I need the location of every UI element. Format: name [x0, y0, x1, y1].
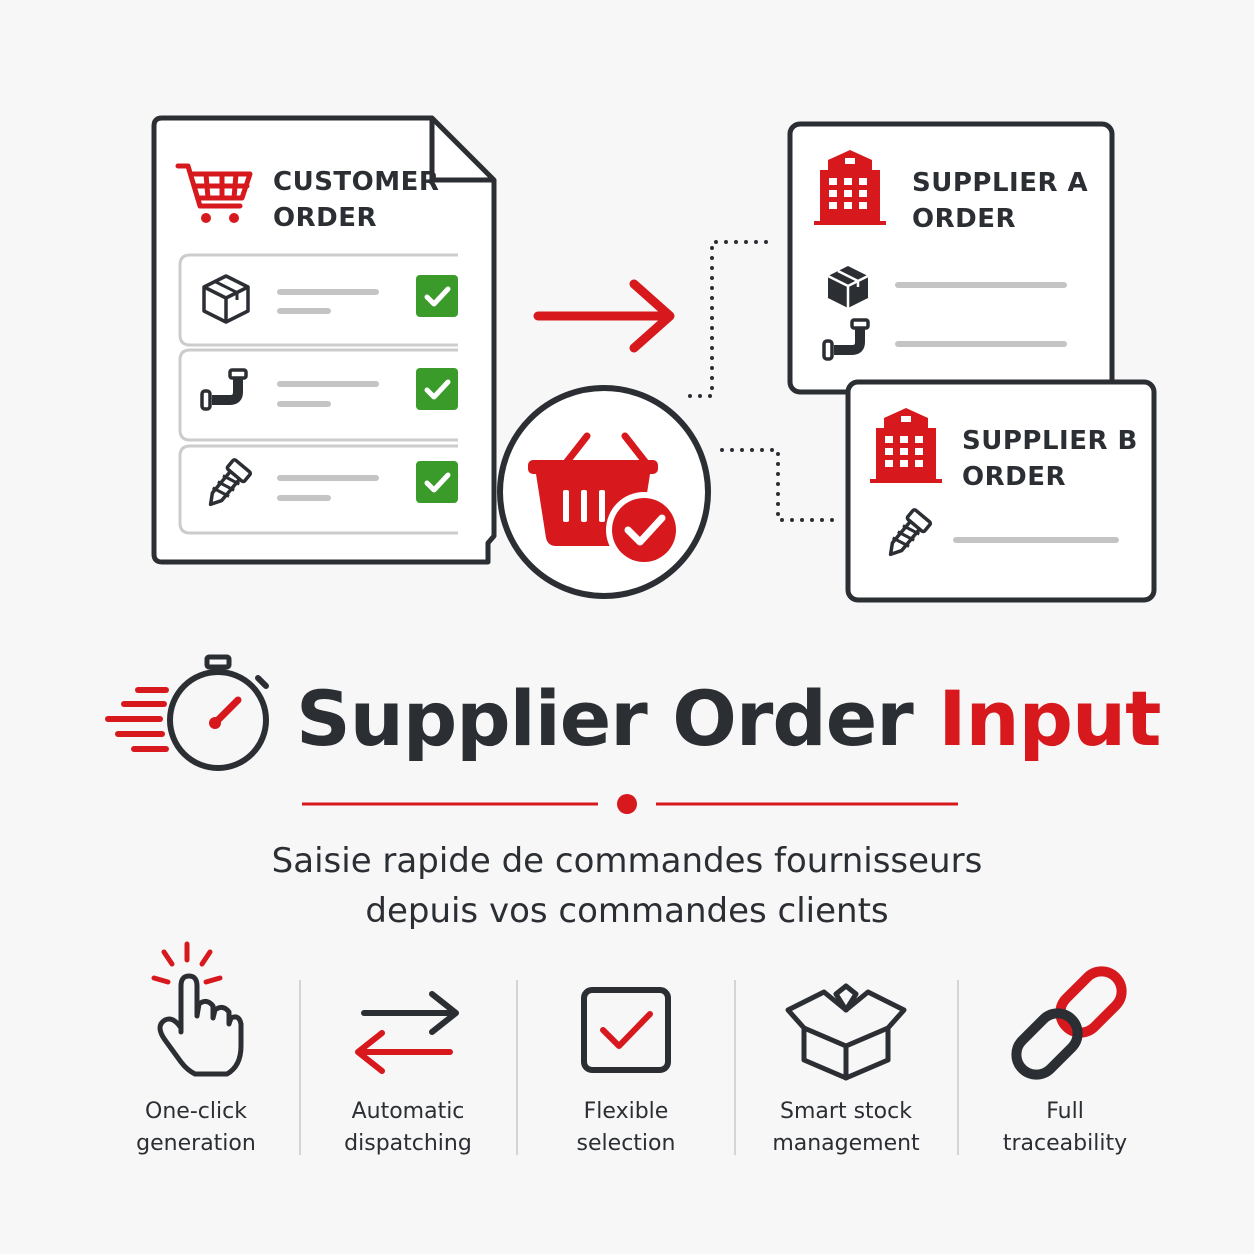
title-line: ORDER: [912, 204, 1016, 234]
supplier-a-card: [787, 121, 1115, 395]
dotted-connector: [688, 240, 836, 522]
feature-label-line: Automatic: [351, 1099, 465, 1124]
customer-order-row: [178, 253, 458, 347]
feature-label-line: One-click: [145, 1099, 247, 1124]
feature-label-stock: Smart stock management: [741, 1096, 951, 1160]
customer-order-row: [178, 348, 458, 442]
customer-order-card: [151, 115, 497, 565]
page-title: Supplier Order Input: [296, 674, 1161, 764]
supplier-a-item: [827, 266, 1067, 308]
feature-label-line: generation: [136, 1131, 256, 1156]
green-check-icon: [416, 461, 458, 503]
customer-order-title: CUSTOMER ORDER: [273, 164, 439, 236]
box-icon: [827, 266, 869, 308]
title-accent: Input: [938, 674, 1161, 763]
stopwatch-icon: [105, 654, 269, 771]
title-main: Supplier Order: [296, 674, 914, 763]
subtitle: Saisie rapide de commandes fournisseurs …: [127, 836, 1127, 936]
feature-label-line: Flexible: [583, 1099, 669, 1124]
supplier-a-item: [824, 320, 1067, 359]
feature-label-selection: Flexible selection: [521, 1096, 731, 1160]
feature-label-one-click: One-click generation: [91, 1096, 301, 1160]
title-line: SUPPLIER B: [962, 426, 1138, 456]
customer-order-row: [178, 444, 458, 535]
swap-arrows-icon: [355, 991, 459, 1074]
title-line: ORDER: [273, 203, 377, 233]
feature-label-line: management: [772, 1131, 920, 1156]
basket-check-icon: [497, 385, 711, 599]
click-hand-icon: [151, 941, 244, 1077]
green-check-icon: [416, 275, 458, 317]
supplier-b-title: SUPPLIER B ORDER: [962, 423, 1138, 495]
title-line: ORDER: [962, 462, 1066, 492]
chain-link-icon: [1011, 966, 1127, 1080]
title-divider: [302, 794, 958, 814]
subtitle-line: Saisie rapide de commandes fournisseurs: [271, 841, 983, 881]
title-line: CUSTOMER: [273, 167, 440, 197]
feature-label-dispatching: Automatic dispatching: [303, 1096, 513, 1160]
shopping-cart-icon: [175, 163, 253, 223]
supplier-a-title: SUPPLIER A ORDER: [912, 165, 1088, 237]
feature-label-line: Smart stock: [780, 1099, 912, 1124]
title-line: SUPPLIER A: [912, 168, 1089, 198]
feature-label-line: selection: [576, 1131, 676, 1156]
green-check-icon: [416, 368, 458, 410]
checkbox-icon: [581, 987, 671, 1073]
flow-arrow: [533, 279, 675, 353]
supplier-b-item: [880, 507, 1119, 564]
subtitle-line: depuis vos commandes clients: [365, 891, 889, 931]
feature-label-traceability: Full traceability: [960, 1096, 1170, 1160]
feature-label-line: Full: [1046, 1099, 1084, 1124]
supplier-b-card: [845, 379, 1157, 603]
open-box-icon: [785, 983, 907, 1081]
feature-label-line: dispatching: [344, 1131, 472, 1156]
feature-separator: [299, 980, 959, 1155]
feature-label-line: traceability: [1002, 1131, 1128, 1156]
